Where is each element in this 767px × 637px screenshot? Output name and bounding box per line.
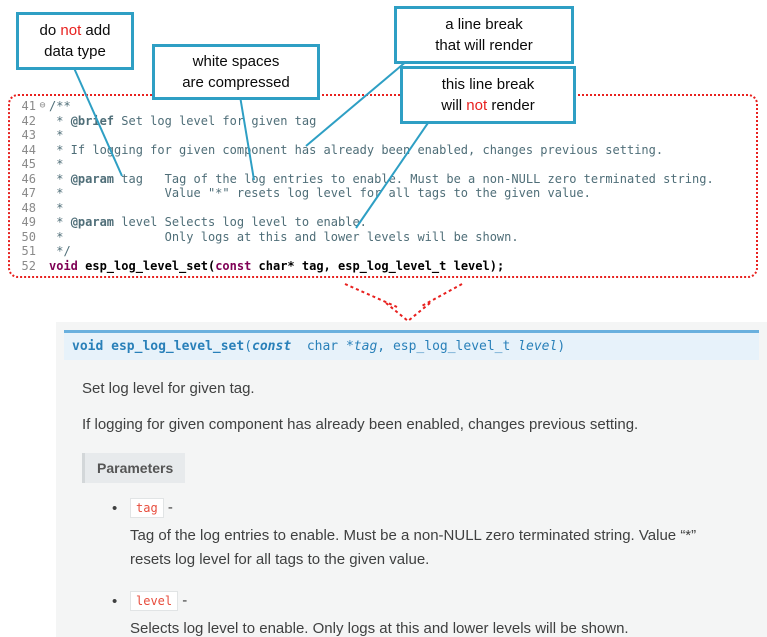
- line-number: 47: [21, 186, 36, 200]
- callout-text-line: this line break: [441, 76, 535, 93]
- callout-linebreak-renders: a line break that will render: [394, 6, 574, 64]
- fold-gutter: [36, 143, 49, 158]
- callout-no-datatype: do not add data type: [16, 12, 134, 70]
- callout-text-line: a line break: [445, 16, 523, 33]
- code-text: *: [49, 157, 64, 171]
- code-text: */: [49, 244, 71, 258]
- function-signature: void esp_log_level_set(const char *tag, …: [64, 330, 759, 360]
- param-description: Selects log level to enable. Only logs a…: [130, 620, 629, 637]
- doc-brief: Set log level for given tag.: [82, 380, 255, 397]
- line-number: 46: [21, 171, 36, 186]
- fold-gutter: [36, 186, 49, 201]
- fold-gutter: [36, 157, 49, 172]
- code-text: *: [49, 200, 64, 215]
- bullet-icon: •: [112, 593, 118, 610]
- callout-linebreak-not-render: this line break will not render: [400, 66, 576, 124]
- fold-gutter: [36, 172, 49, 187]
- fold-gutter: [36, 201, 49, 216]
- line-number: 49: [21, 215, 36, 229]
- code-line: 46 * @param tag Tag of the log entries t…: [14, 172, 752, 187]
- code-line: 49 * @param level Selects log level to e…: [14, 215, 752, 230]
- rendered-docs-panel: void esp_log_level_set(const char *tag, …: [56, 322, 767, 637]
- line-number: 41: [21, 99, 36, 113]
- param-item: • tag - Tag of the log entries to enable. …: [112, 498, 767, 572]
- code-text: * @brief Set log level for given tag: [49, 113, 317, 128]
- code-text: * If logging for given component has alr…: [49, 142, 664, 157]
- fold-gutter: [36, 230, 49, 245]
- doc-detail: If logging for given component has alrea…: [82, 416, 639, 433]
- param-dash: -: [163, 499, 173, 516]
- fold-gutter: [36, 128, 49, 143]
- code-line: 47 * Value "*" resets log level for all …: [14, 186, 752, 201]
- highlighted-word: not: [60, 22, 82, 39]
- code-line: 42 * @brief Set log level for given tag: [14, 114, 752, 129]
- bullet-icon: •: [112, 500, 118, 517]
- fold-gutter: [36, 215, 49, 230]
- code-line: 50 * Only logs at this and lower levels …: [14, 230, 752, 245]
- code-editor-snippet: 41⊖/**42 * @brief Set log level for give…: [8, 94, 758, 278]
- arrow-down-dotted: [344, 283, 398, 308]
- callout-whitespace-compressed: white spaces are compressed: [152, 44, 320, 100]
- arrow-down-dotted: [419, 283, 463, 308]
- code-text: * Value "*" resets log level for all tag…: [49, 186, 591, 200]
- param-list: • tag - Tag of the log entries to enable. …: [56, 498, 767, 637]
- code-text: * @param tag Tag of the log entries to e…: [49, 171, 714, 186]
- code-text: void esp_log_level_set(const char* tag, …: [49, 258, 505, 273]
- code-line: 48 *: [14, 201, 752, 216]
- callout-text-line: will not render: [441, 97, 535, 114]
- code-line: 44 * If logging for given component has …: [14, 143, 752, 158]
- code-text: * @param level Selects log level to enab…: [49, 215, 367, 229]
- callout-text-line: data type: [44, 43, 106, 60]
- line-number: 51: [21, 244, 36, 258]
- code-line: 52 void esp_log_level_set(const char* tag…: [14, 259, 752, 274]
- code-line: 45 *: [14, 157, 752, 172]
- callout-text-line: white spaces: [192, 53, 280, 70]
- line-number: 50: [21, 229, 36, 244]
- code-text: *: [49, 128, 64, 142]
- param-item: • level - Selects log level to enable. Onl…: [112, 591, 767, 637]
- code-line: 43 *: [14, 128, 752, 143]
- arrow-head-dotted: [385, 302, 431, 323]
- param-name-literal: level: [130, 591, 179, 611]
- param-dash: -: [178, 592, 188, 609]
- code-line: 41⊖/**: [14, 99, 752, 114]
- code-lines: 41⊖/**42 * @brief Set log level for give…: [14, 99, 752, 273]
- fold-gutter: [36, 114, 49, 129]
- param-description: Tag of the log entries to enable. Must b…: [130, 527, 697, 568]
- code-line: 51 */: [14, 244, 752, 259]
- line-number: 43: [21, 128, 36, 142]
- line-number: 52: [21, 258, 36, 273]
- param-name-literal: tag: [130, 498, 164, 518]
- line-number: 48: [21, 200, 36, 215]
- fold-gutter: [36, 244, 49, 259]
- line-number: 45: [21, 157, 36, 171]
- highlighted-word: not: [466, 97, 488, 114]
- callout-text-line: are compressed: [182, 74, 290, 91]
- code-text: /**: [49, 99, 71, 113]
- code-text: * Only logs at this and lower levels wil…: [49, 229, 519, 244]
- callout-text-line: do not add: [39, 22, 111, 39]
- fold-collapse-icon[interactable]: ⊖: [39, 100, 46, 111]
- callout-text-line: that will render: [435, 37, 533, 54]
- line-number: 42: [21, 113, 36, 128]
- line-number: 44: [21, 142, 36, 157]
- parameters-label: Parameters: [82, 453, 186, 483]
- fold-gutter: [36, 259, 49, 274]
